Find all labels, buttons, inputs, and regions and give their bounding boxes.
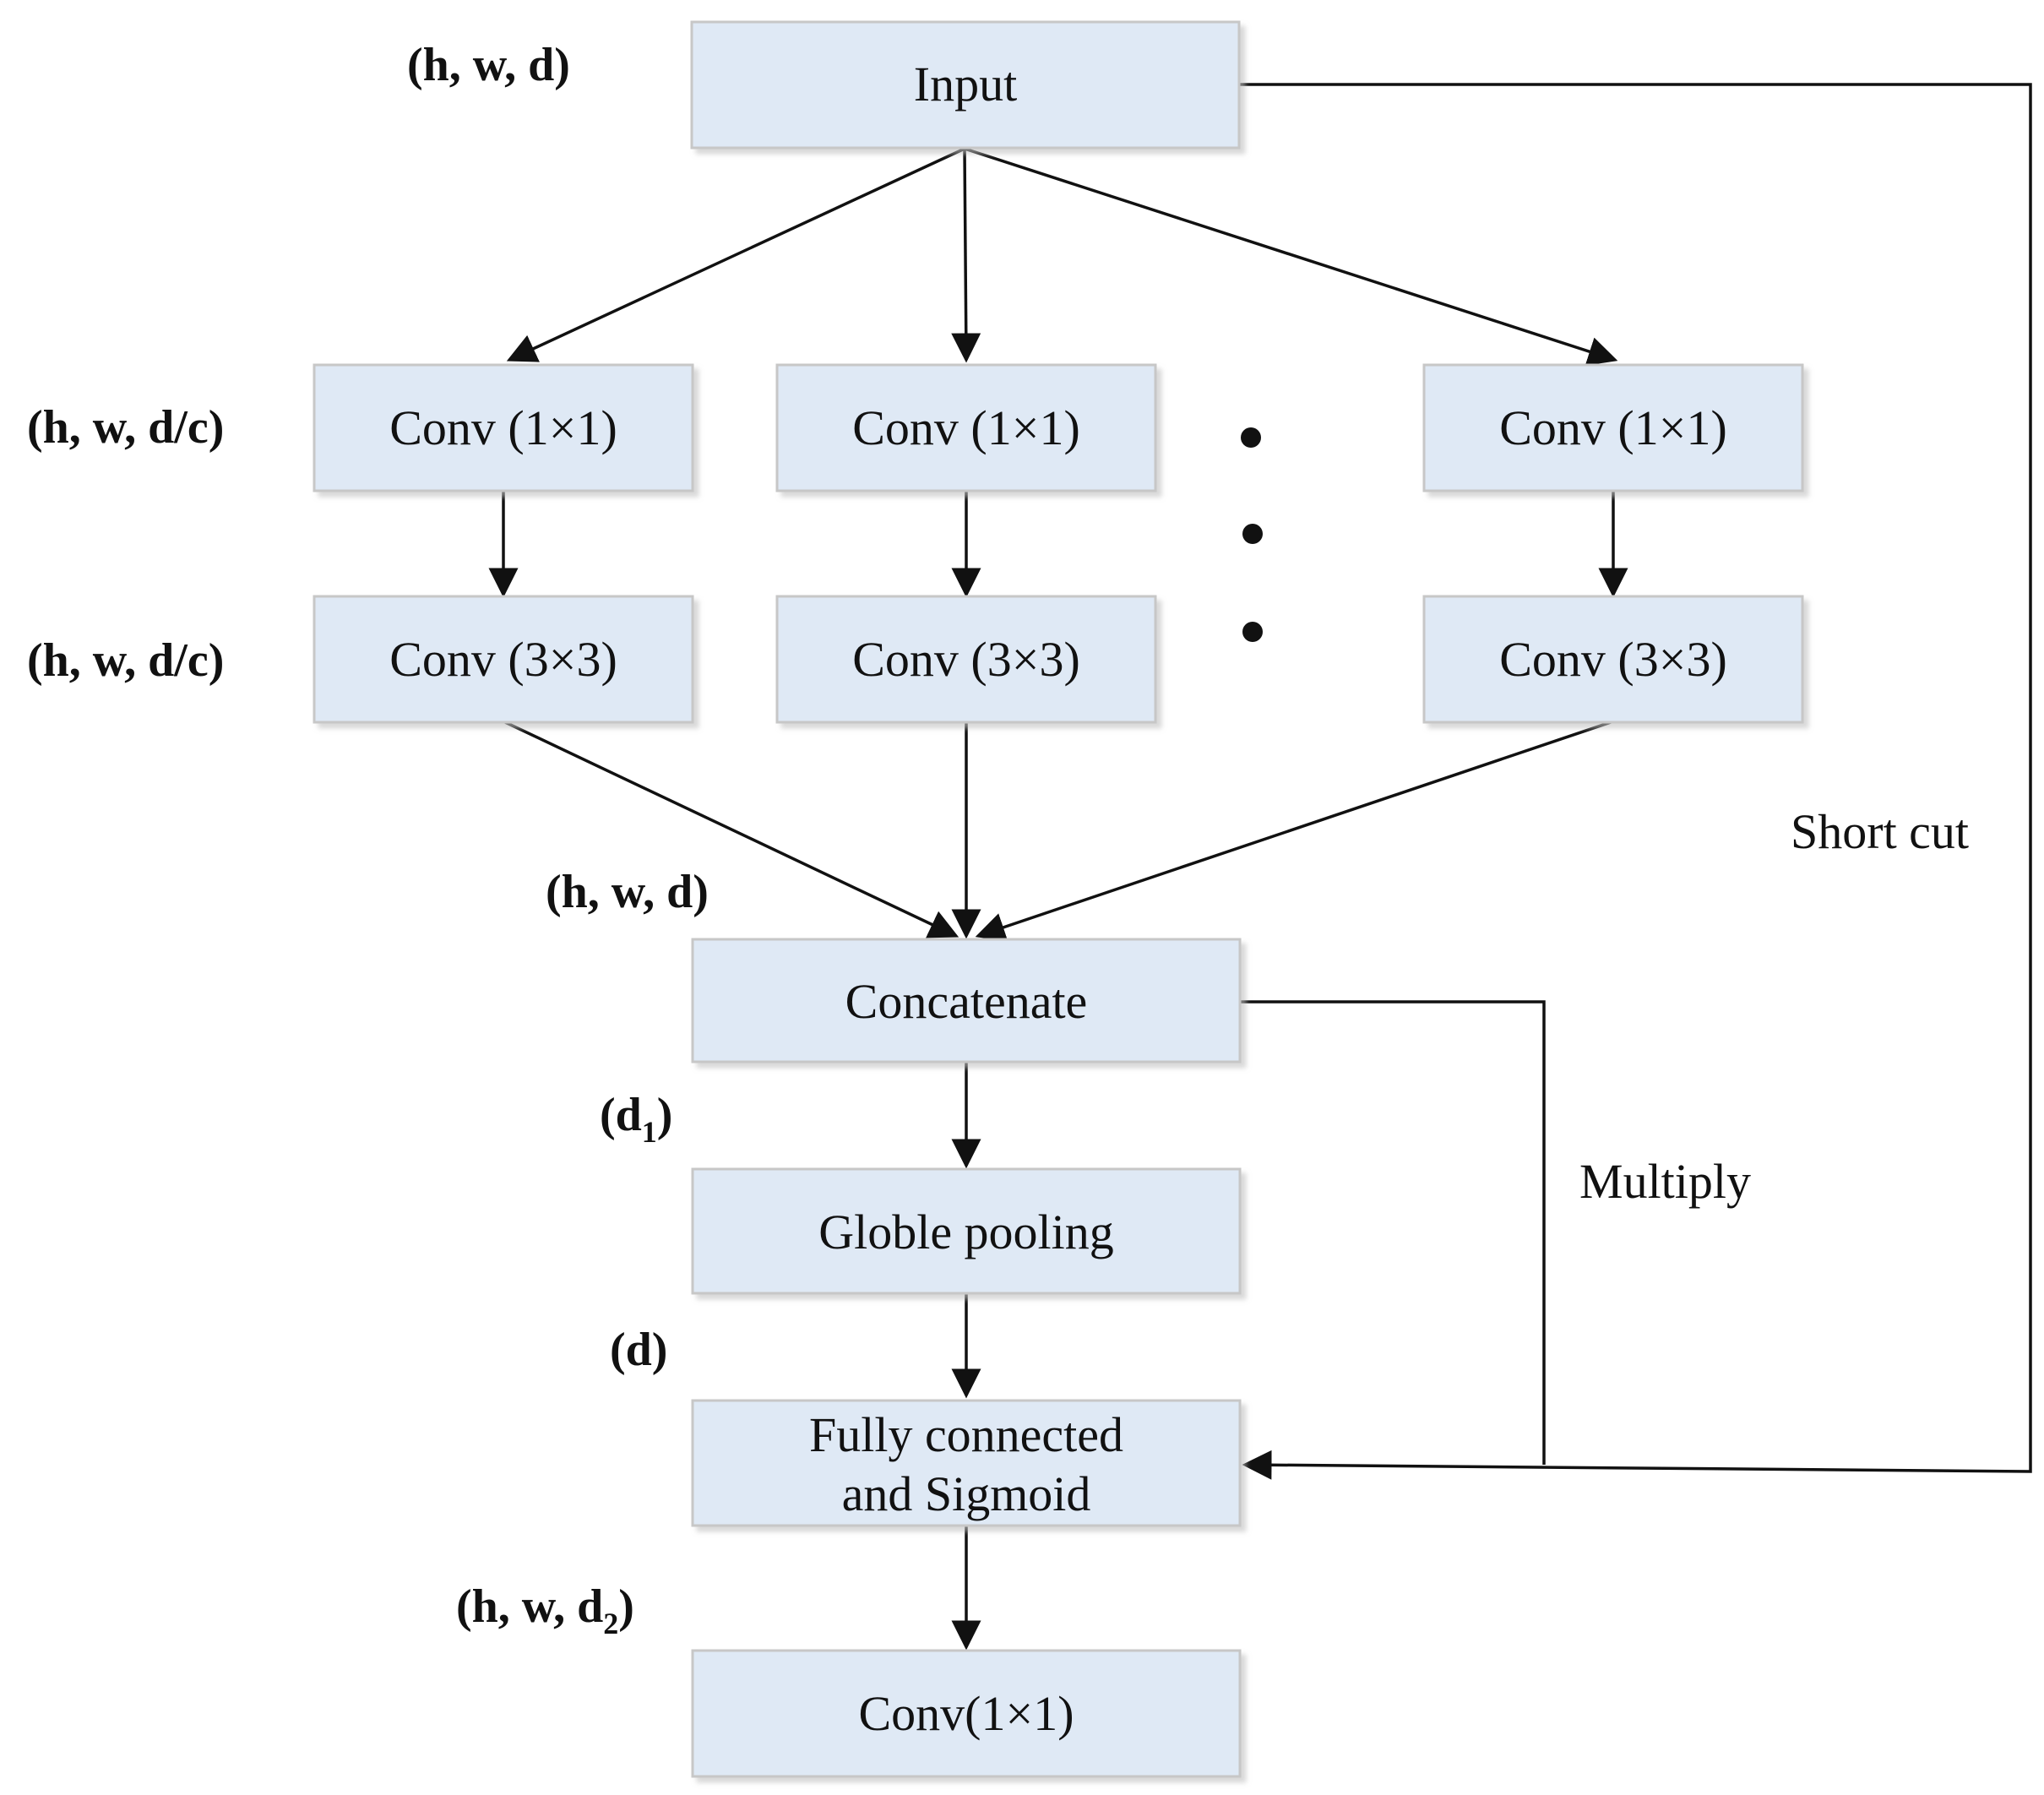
branch-ellipsis [1241, 427, 1263, 642]
edge-label-multiply: Multiply [1579, 1154, 1751, 1209]
node-conv1-a: Conv (1×1) [313, 363, 694, 492]
node-conv3-a-label: Conv (3×3) [389, 632, 617, 687]
node-conv1-c: Conv (1×1) [1422, 363, 1804, 492]
node-pool-label: Globle pooling [818, 1205, 1114, 1259]
node-input-label: Input [914, 57, 1017, 112]
node-concat: Concatenate [691, 938, 1242, 1063]
ellipsis-dot [1242, 622, 1263, 642]
node-conv3-b: Conv (3×3) [775, 595, 1157, 724]
dim-label-conv3: (h, w, d/c) [27, 634, 224, 687]
node-conv1-c-label: Conv (1×1) [1499, 400, 1727, 455]
node-fc-line2: and Sigmoid [842, 1466, 1091, 1521]
edge-conv3-a-to-concat [503, 720, 959, 938]
dim-label-concat: (h, w, d) [546, 866, 709, 918]
edge-input-to-conv1-a [506, 147, 965, 362]
edge-labels: Multiply Short cut [1579, 804, 1969, 1209]
node-fc-sigmoid: Fully connected and Sigmoid [691, 1399, 1242, 1527]
ellipsis-dot [1241, 427, 1261, 448]
nodes: Input Conv (1×1) Conv (1×1) Conv (1×1) C… [313, 20, 1804, 1778]
node-conv-out-label: Conv(1×1) [858, 1686, 1074, 1741]
edge-input-to-conv1-c [964, 147, 1618, 366]
dim-label-pool-close: ) [657, 1089, 673, 1141]
dim-label-pool-sub: 1 [642, 1115, 657, 1149]
node-input: Input [690, 20, 1241, 150]
dim-label-fc: (d) [610, 1324, 667, 1376]
dim-label-out-close: ) [618, 1580, 634, 1633]
node-conv-out: Conv(1×1) [691, 1649, 1242, 1778]
dim-label-pool: (d1) [600, 1089, 672, 1149]
node-conv1-a-label: Conv (1×1) [389, 400, 617, 455]
edge-label-shortcut: Short cut [1791, 804, 1969, 859]
edge-shortcut-path [1240, 83, 2032, 1480]
dim-label-out: (h, w, d2) [456, 1580, 634, 1640]
edges [488, 83, 2032, 1651]
node-conv3-c: Conv (3×3) [1422, 595, 1804, 724]
dim-label-conv1: (h, w, d/c) [27, 401, 224, 454]
edge-input-to-conv1-b [951, 148, 981, 363]
edge-multiply-path [1240, 1000, 1546, 1465]
dim-label-input: (h, w, d) [407, 39, 570, 91]
node-pool: Globle pooling [691, 1167, 1242, 1295]
dimension-labels: (h, w, d) (h, w, d/c) (h, w, d/c) (h, w,… [27, 39, 709, 1640]
node-conv3-b-label: Conv (3×3) [852, 632, 1080, 687]
dim-label-out-base: (h, w, d [456, 1580, 603, 1633]
dim-label-pool-base: (d [600, 1089, 642, 1141]
edge-conv3-c-to-concat [975, 720, 1614, 942]
dim-label-out-sub: 2 [603, 1607, 618, 1640]
node-conv3-c-label: Conv (3×3) [1499, 632, 1727, 687]
node-conv1-b: Conv (1×1) [775, 363, 1157, 492]
node-conv3-a: Conv (3×3) [313, 595, 694, 724]
ellipsis-dot [1242, 524, 1263, 544]
node-conv1-b-label: Conv (1×1) [852, 400, 1080, 455]
node-fc-line1: Fully connected [809, 1407, 1123, 1462]
node-concat-label: Concatenate [845, 974, 1088, 1029]
